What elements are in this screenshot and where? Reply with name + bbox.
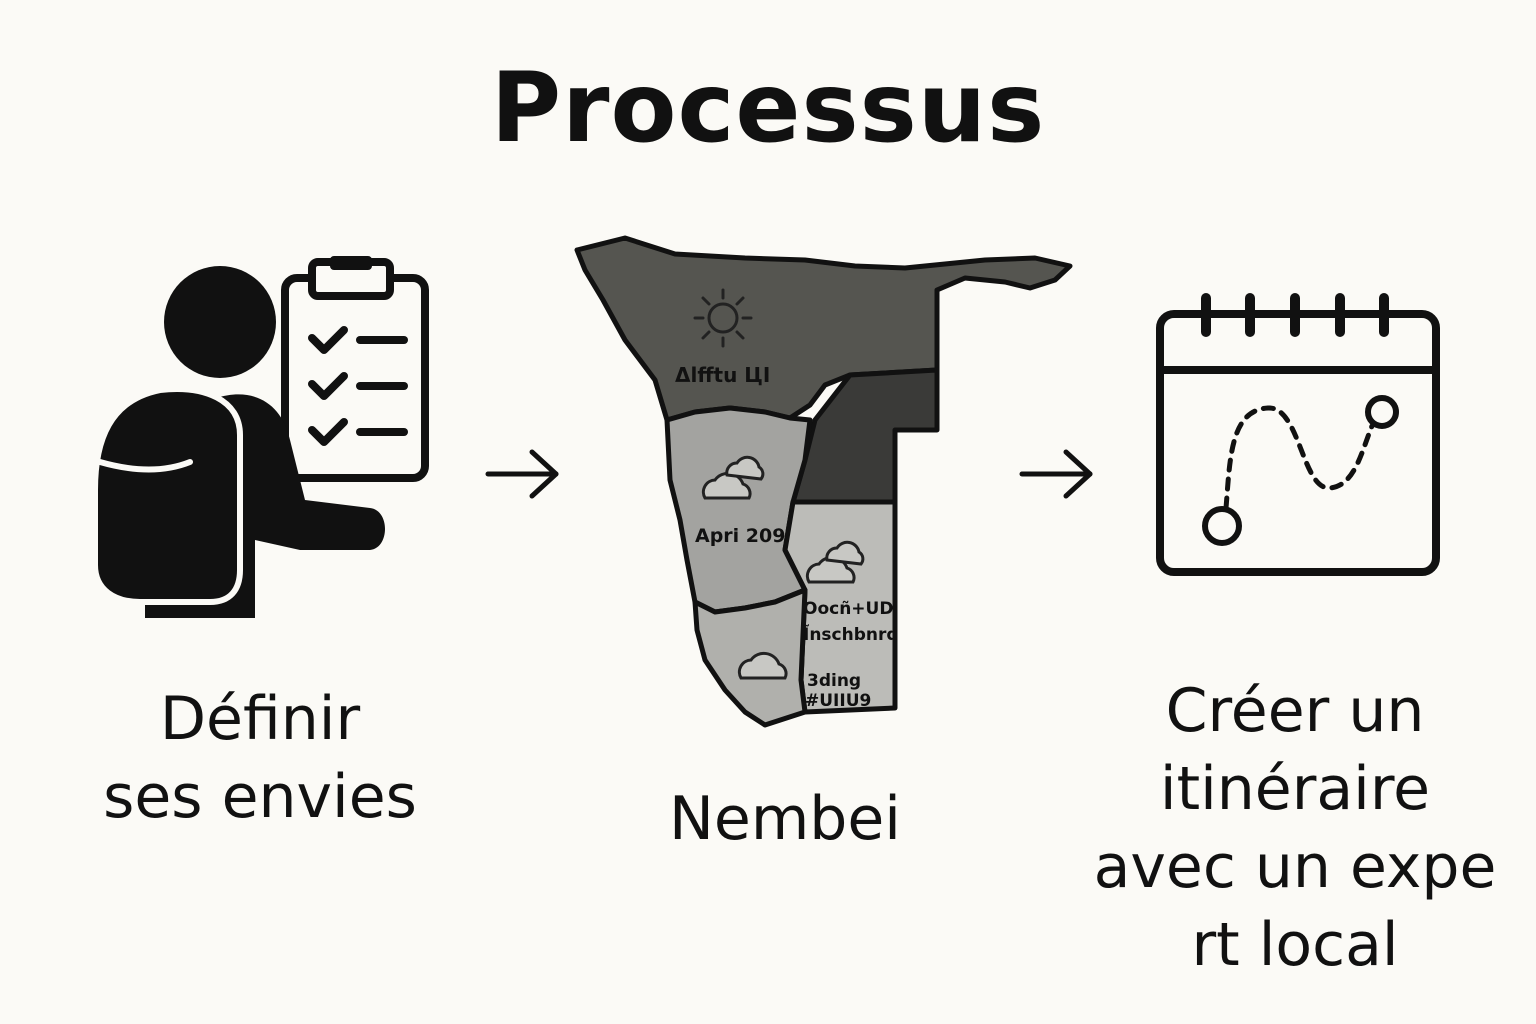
map-label-south-1: 3ding: [807, 671, 861, 691]
map-label-south-2: #UIIU9: [805, 691, 871, 711]
cloud-icon: [701, 455, 765, 500]
map-region-south: [692, 587, 808, 728]
cloud-icon: [737, 651, 788, 680]
sun-icon: [693, 288, 753, 348]
map-label-southeast-1: Оосñ+UD: [803, 599, 893, 619]
namibia-map-icon: Δlfftu ЦI Apri 209 Оосñ+UD Ĩnschbnrd 3di…: [574, 235, 1073, 728]
cloud-icon: [805, 540, 865, 584]
step-map: Δlfftu ЦI Apri 209 Оосñ+UD Ĩnschbnrd 3di…: [565, 230, 1075, 730]
step-map-label: Nembei: [669, 784, 901, 854]
traveler-checklist-icon: [92, 256, 429, 618]
map-label-southeast-2: Ĩnschbnrd: [803, 622, 899, 645]
map-label-central: Apri 209: [695, 525, 785, 547]
page-title: Processus: [490, 52, 1046, 164]
map-label-north: Δlfftu ЦI: [675, 363, 770, 387]
arrow-right-icon: [485, 449, 559, 499]
arrow-right-icon: [1019, 449, 1093, 499]
step-define-wishes-label: Définir ses envies: [103, 684, 417, 832]
calendar-route-icon: [1156, 293, 1440, 576]
step-create-itinerary-label: Créer un itinéraire avec un expe rt loca…: [1093, 676, 1497, 980]
map-region-central: [664, 405, 813, 615]
step-create-itinerary: [1150, 290, 1450, 590]
map-region-north: [574, 235, 1073, 423]
step-define-wishes: [90, 250, 450, 630]
